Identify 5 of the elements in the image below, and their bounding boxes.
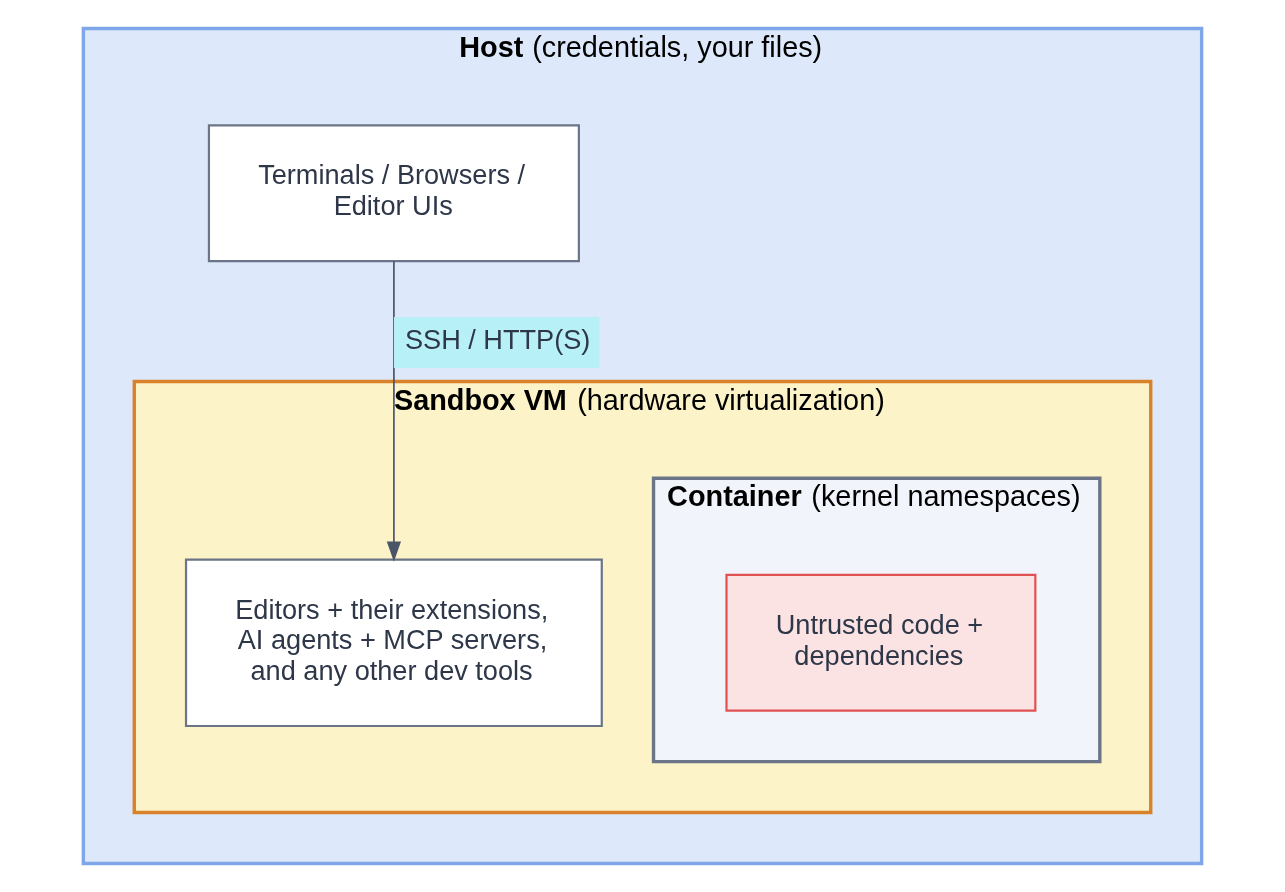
node-box: Editors + their extensions, AI agents + MCP servers, and any other dev tools — [184, 558, 603, 728]
arrow — [386, 260, 402, 562]
edge-label: SSH / HTTP(S) — [404, 323, 591, 355]
node-box: Untrusted code + dependencies — [725, 573, 1037, 712]
node-box: Terminals / Browsers / Editor UIs — [207, 124, 580, 263]
